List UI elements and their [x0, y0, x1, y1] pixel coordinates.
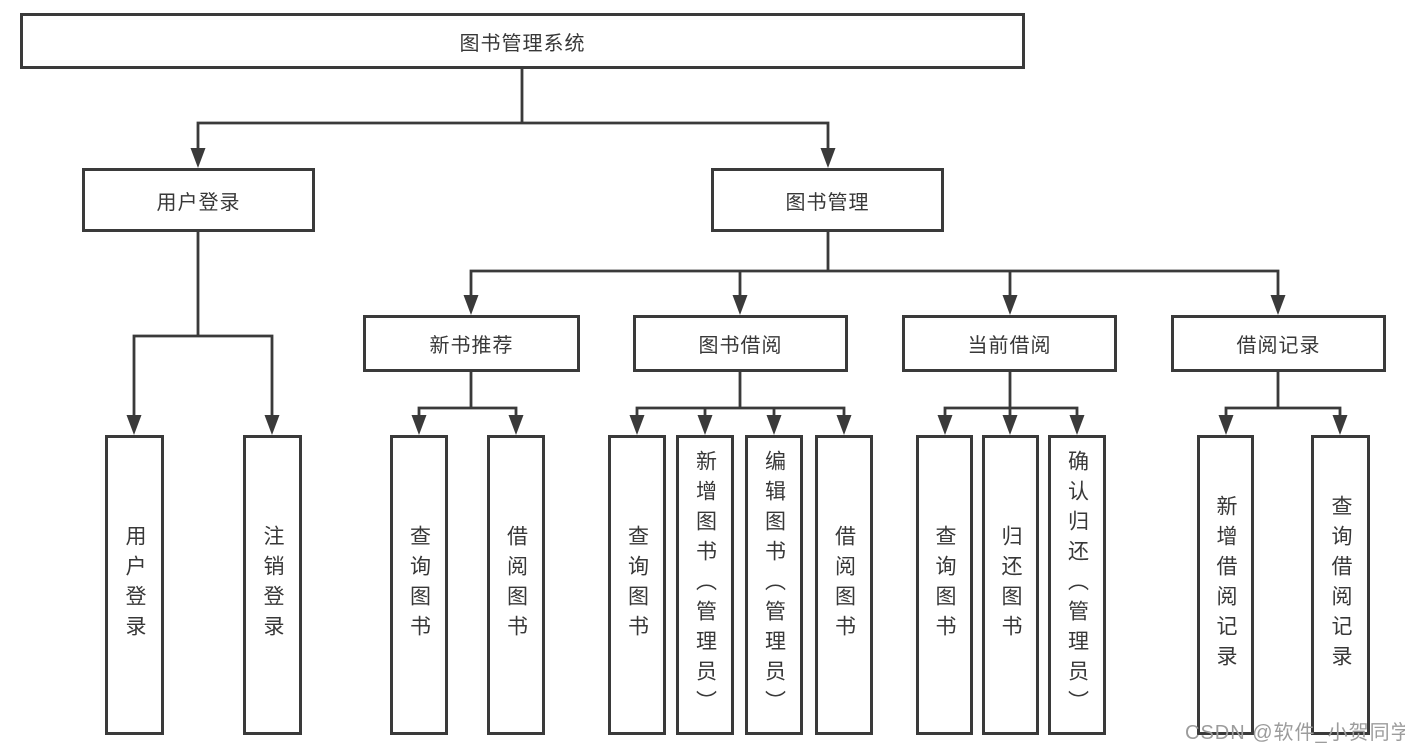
- arrowheads: [126, 148, 1348, 435]
- node-label: 当前借阅: [967, 335, 1052, 357]
- leaf-recommend-query-books: 查询图书: [390, 435, 448, 735]
- leaf-borrowing-borrow-books: 借阅图书: [815, 435, 873, 735]
- leaf-user-login: 用户登录: [105, 435, 164, 735]
- arrowhead: [937, 415, 953, 435]
- arrowhead: [1002, 415, 1018, 435]
- node-borrowing-records: 借阅记录: [1171, 315, 1386, 372]
- arrowhead: [820, 148, 836, 168]
- leaf-current-confirm-return-admin: 确认归还（管理员）: [1048, 435, 1106, 735]
- leaf-logout: 注销登录: [243, 435, 302, 735]
- node-label: 查询借阅记录: [1329, 495, 1352, 675]
- leaf-current-query-books: 查询图书: [916, 435, 973, 735]
- leaf-borrowing-edit-books-admin: 编辑图书（管理员）: [745, 435, 803, 735]
- node-label: 图书借阅: [698, 335, 783, 357]
- node-label: 编辑图书（管理员）: [762, 450, 786, 720]
- arrowhead: [732, 295, 748, 315]
- node-library-system: 图书管理系统: [20, 13, 1025, 69]
- arrowhead: [836, 415, 852, 435]
- node-book-management: 图书管理: [711, 168, 944, 232]
- arrowhead: [697, 415, 713, 435]
- arrowhead: [1332, 415, 1348, 435]
- leaf-borrowing-query-books: 查询图书: [608, 435, 666, 735]
- arrowhead: [1069, 415, 1085, 435]
- node-label: 注销登录: [261, 525, 284, 645]
- node-label: 借阅图书: [832, 525, 856, 645]
- node-label: 查询图书: [407, 525, 431, 645]
- leaf-records-query-record: 查询借阅记录: [1311, 435, 1370, 735]
- csdn-watermark: CSDN @软件_小贺同学: [1185, 722, 1405, 744]
- node-label: 新增图书（管理员）: [693, 450, 717, 720]
- arrowhead: [508, 415, 524, 435]
- node-label: 用户登录: [156, 191, 241, 214]
- arrowhead: [411, 415, 427, 435]
- node-label: 确认归还（管理员）: [1065, 450, 1089, 720]
- node-label: 查询图书: [933, 525, 956, 645]
- arrowhead: [1002, 295, 1018, 315]
- node-label: 图书管理系统: [459, 32, 586, 55]
- node-label: 查询图书: [625, 525, 649, 645]
- connector-lines: [132, 67, 1342, 419]
- node-label: 借阅记录: [1236, 335, 1321, 357]
- arrowhead: [126, 415, 142, 435]
- arrowhead: [264, 415, 280, 435]
- node-label: 借阅图书: [504, 525, 528, 645]
- node-label: 新增借阅记录: [1214, 495, 1237, 675]
- arrowhead: [190, 148, 206, 168]
- arrowhead: [463, 295, 479, 315]
- node-label: 归还图书: [999, 525, 1022, 645]
- node-label: 图书管理: [785, 191, 870, 214]
- arrowhead: [1218, 415, 1234, 435]
- leaf-current-return-books: 归还图书: [982, 435, 1039, 735]
- leaf-borrowing-add-books-admin: 新增图书（管理员）: [676, 435, 734, 735]
- arrowhead: [766, 415, 782, 435]
- node-new-book-recommendation: 新书推荐: [363, 315, 580, 372]
- leaf-records-add-record: 新增借阅记录: [1197, 435, 1254, 735]
- node-user-login: 用户登录: [82, 168, 315, 232]
- arrowhead: [1270, 295, 1286, 315]
- leaf-recommend-borrow-books: 借阅图书: [487, 435, 545, 735]
- node-label: 用户登录: [123, 525, 146, 645]
- node-current-borrowing: 当前借阅: [902, 315, 1117, 372]
- node-book-borrowing: 图书借阅: [633, 315, 848, 372]
- arrowhead: [629, 415, 645, 435]
- node-label: 新书推荐: [429, 335, 514, 357]
